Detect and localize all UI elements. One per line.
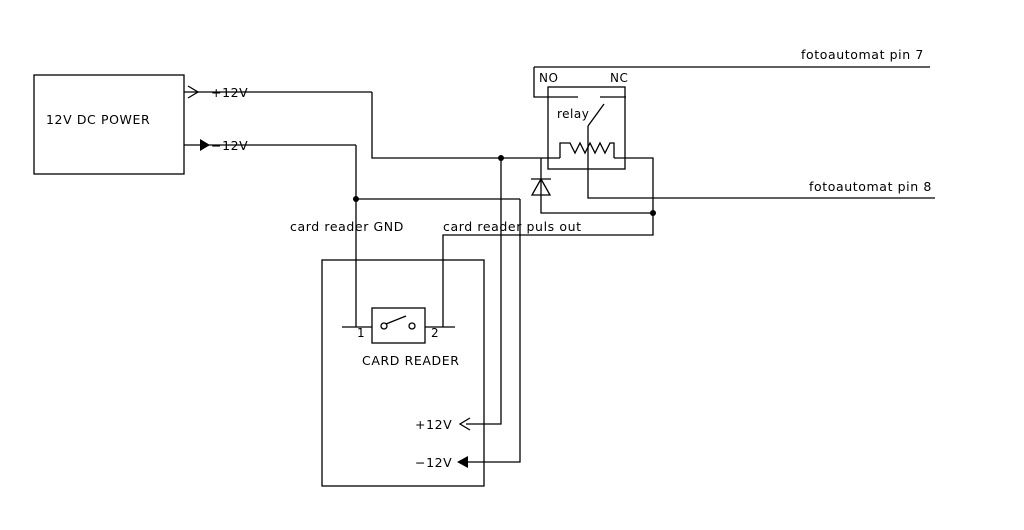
switch-contact-right [408,322,416,330]
relay-label: relay [557,107,589,121]
power-wiring [353,92,560,463]
nc-label: NC [610,71,628,85]
power-pos-label: +12V [211,85,248,100]
relay-box [547,86,626,170]
power-supply-box [33,74,185,175]
pos-bus-wire [371,92,560,159]
relay-coil-icon [559,141,615,158]
card-reader-block: 1 2 CARD READER +12V −12V [321,259,485,487]
pin1-label: 1 [357,326,365,340]
card-reader-puls-label: card reader puls out [443,219,582,234]
relay-block: relay NO NC [442,66,935,327]
power-supply-label: 12V DC POWER [46,112,150,127]
switch-contact-left [380,322,388,330]
pin8-wire [587,143,935,199]
pos-junction-dot [498,155,504,161]
card-reader-label: CARD READER [362,353,460,368]
card-reader-gnd-label: card reader GND [290,219,404,234]
card-reader-switch-icon [385,315,407,325]
relay-switch-arm [587,103,605,127]
gnd-junction-dot [353,196,359,202]
cr-pos-arrow-icon [458,417,471,431]
no-label: NO [539,71,558,85]
power-neg-label: −12V [211,138,248,153]
cr-neg-arrow-icon [457,456,468,468]
card-reader-neg-wire [466,199,521,463]
card-reader-pos-wire [466,158,502,425]
puls-out-wire [442,157,654,327]
card-reader-pos-label: +12V [415,417,452,432]
pin2-label: 2 [431,326,439,340]
no-contact-wire [533,67,578,98]
card-reader-switch-box [371,307,426,344]
card-reader-box [321,259,485,487]
flyback-diode-icon [530,177,552,196]
power-supply-block: 12V DC POWER +12V −12V [33,74,372,175]
card-reader-neg-label: −12V [415,455,452,470]
pin7-label: fotoautomat pin 7 [801,47,924,62]
pin8-label: fotoautomat pin 8 [809,179,932,194]
neg-terminal-arrow-icon [200,139,210,151]
diode-return-wire [540,158,653,214]
pos-terminal-arrow-icon [187,85,200,99]
